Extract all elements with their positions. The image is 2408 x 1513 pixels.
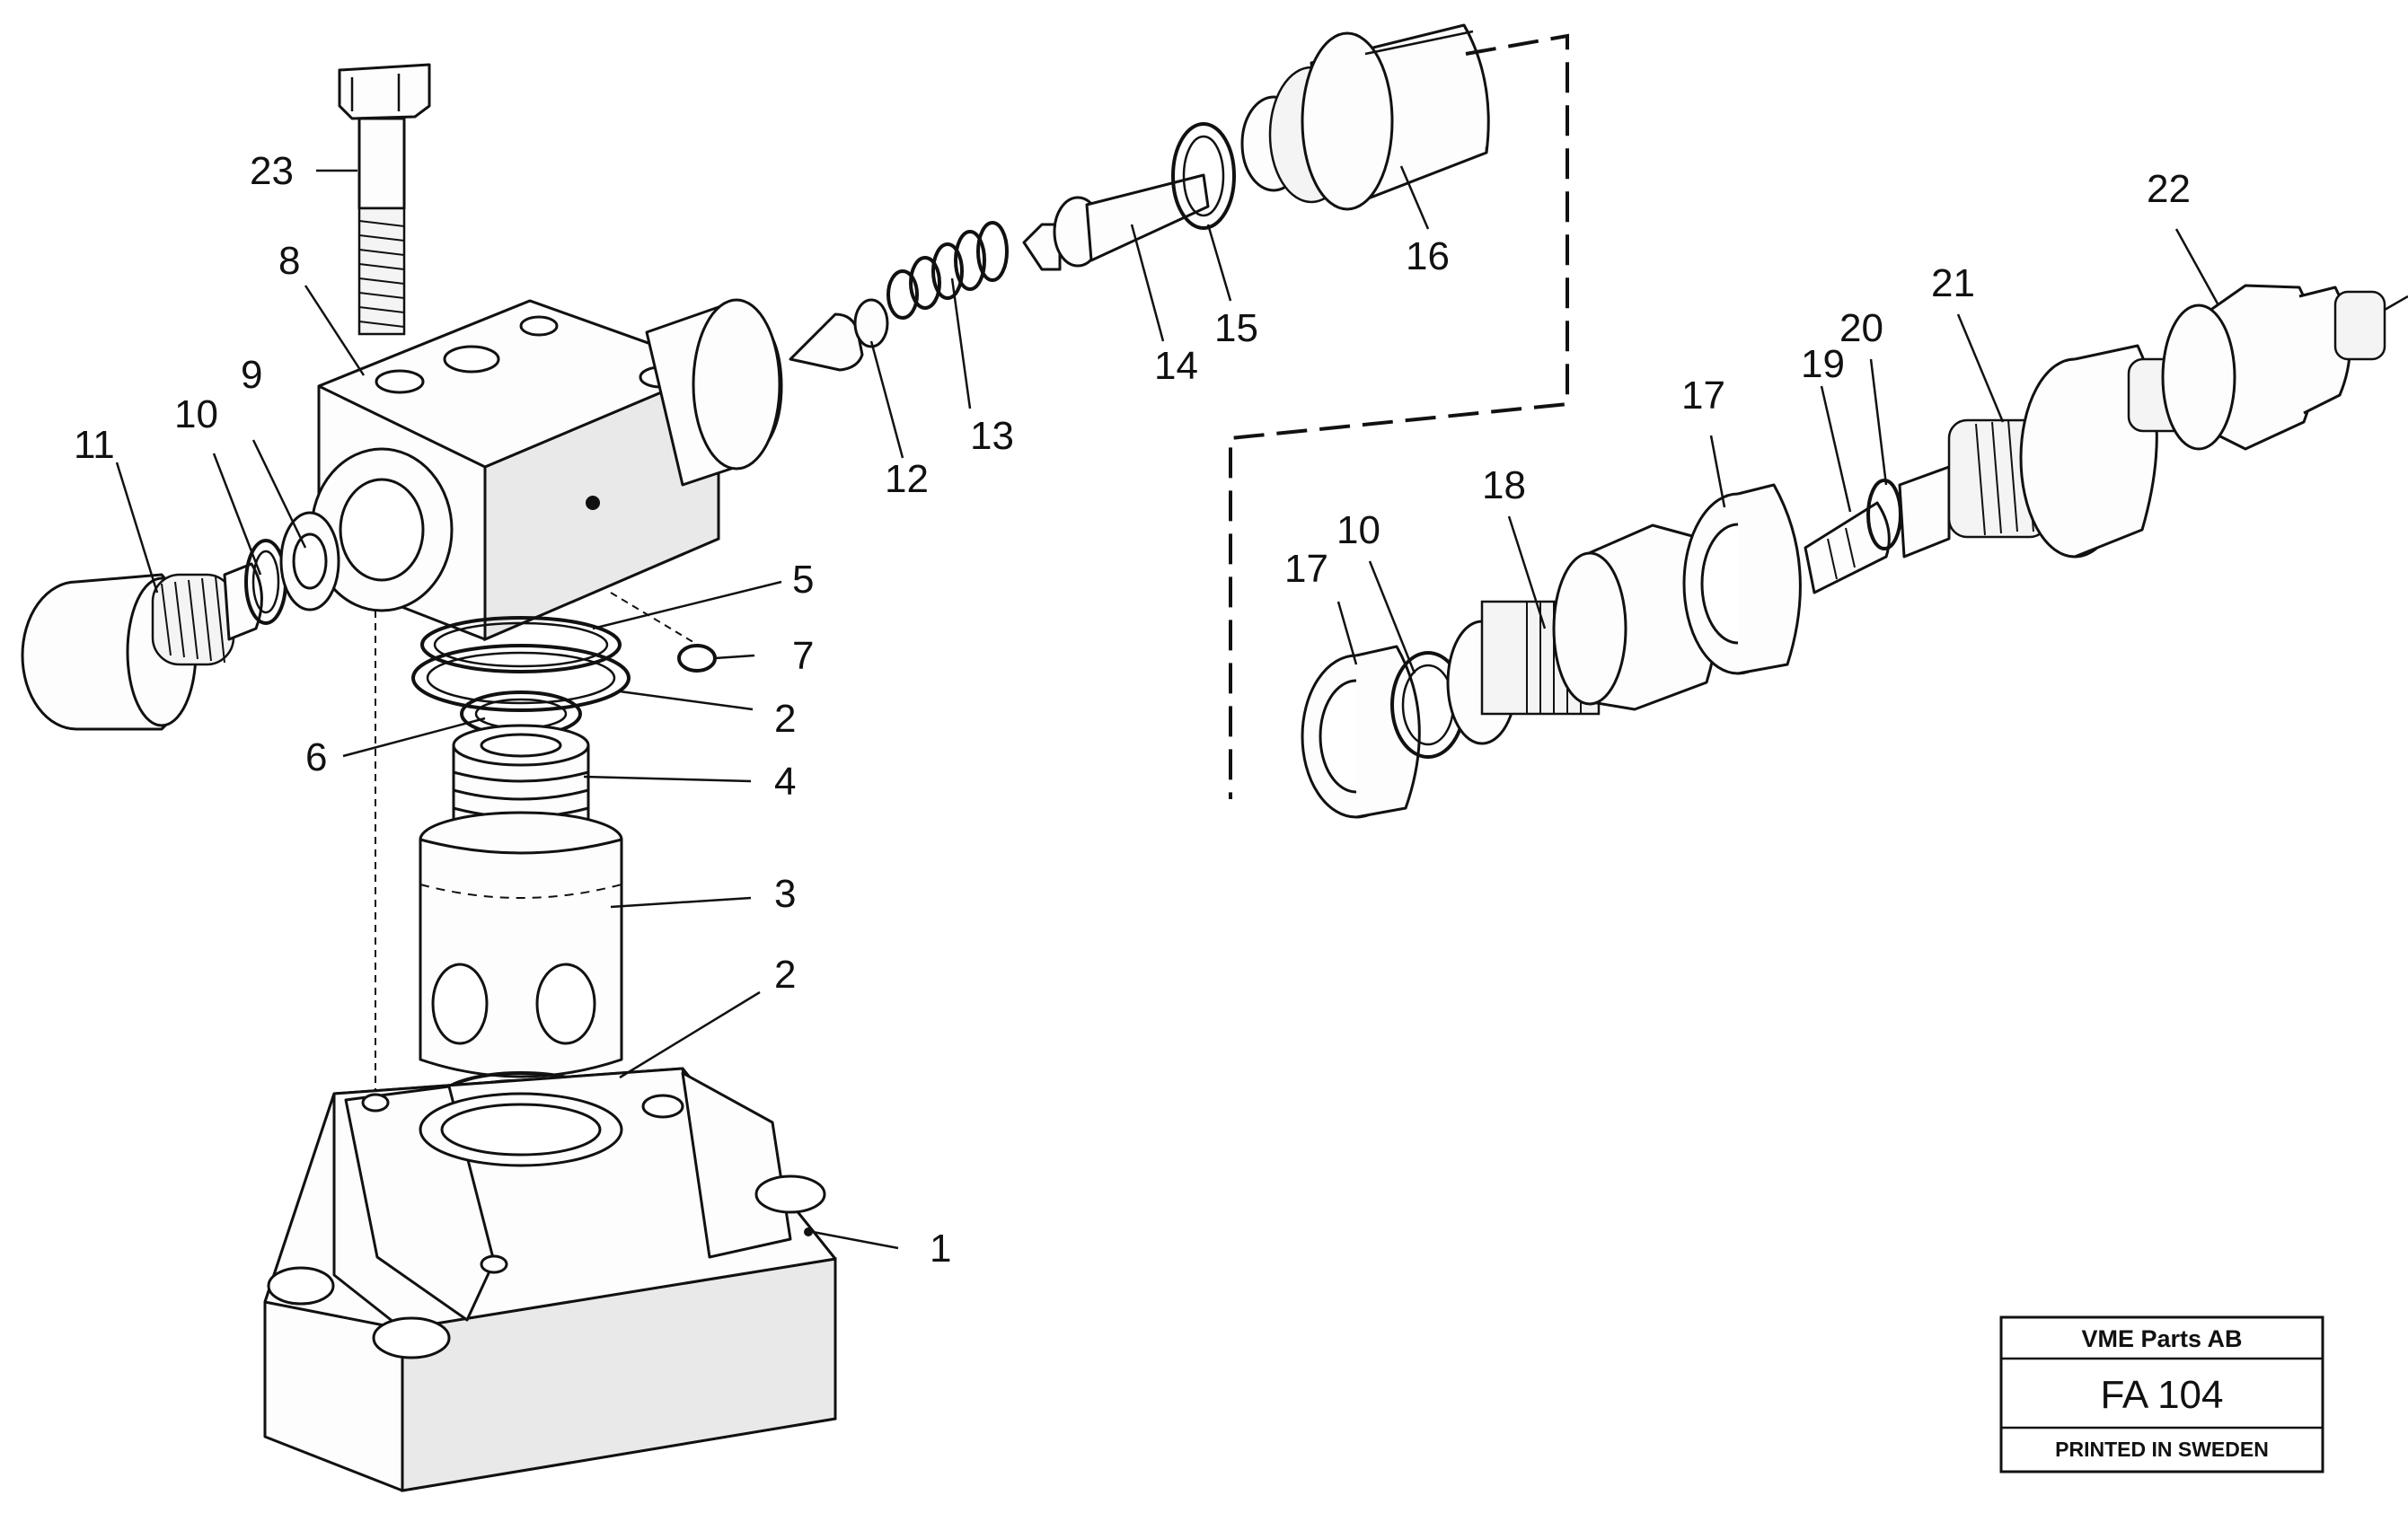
washer-15 — [1171, 122, 1236, 230]
callout-22: 22 — [2147, 167, 2191, 211]
callout-15: 15 — [1214, 306, 1258, 350]
o-ring-2-upper — [411, 644, 631, 712]
callout-17-upper: 17 — [1681, 374, 1725, 418]
callout-10-right: 10 — [1336, 508, 1380, 552]
nut-17-lower — [1301, 645, 1421, 819]
adapter-22 — [2127, 284, 2408, 451]
callout-12: 12 — [885, 457, 929, 501]
cap-nut-16 — [1240, 23, 1490, 211]
callout-2-lower: 2 — [774, 953, 796, 997]
callout-7: 7 — [792, 634, 814, 678]
washer-7 — [677, 644, 717, 673]
poppet-12 — [789, 298, 889, 372]
callout-17-lower: 17 — [1284, 547, 1328, 591]
valve-housing-8 — [310, 298, 783, 647]
spring-13 — [886, 221, 1009, 320]
callout-16: 16 — [1406, 234, 1450, 278]
seal-ring-9 — [279, 511, 340, 611]
callout-20: 20 — [1839, 306, 1883, 350]
base-block-1 — [263, 1067, 837, 1492]
callout-labels: 23 8 9 10 11 5 7 2 6 4 3 2 1 12 13 14 15… — [74, 149, 2191, 1271]
pin-14 — [1022, 173, 1210, 271]
fitting-18 — [1446, 523, 1721, 745]
stamp-printed: PRINTED IN SWEDEN — [2055, 1438, 2269, 1461]
sleeve-3 — [419, 811, 623, 1078]
fitting-21 — [1898, 344, 2158, 559]
o-ring-5 — [420, 616, 622, 673]
stamp-company: VME Parts AB — [2081, 1325, 2242, 1352]
callout-8: 8 — [278, 239, 300, 283]
callout-5: 5 — [792, 558, 814, 602]
callout-19: 19 — [1801, 342, 1845, 386]
subassembly-boundary — [1229, 33, 1569, 799]
callout-2-upper: 2 — [774, 697, 796, 741]
callout-4: 4 — [774, 760, 796, 804]
plug-11 — [21, 562, 263, 731]
callout-23: 23 — [250, 149, 294, 193]
callout-21: 21 — [1931, 261, 1975, 305]
nut-17-upper — [1682, 483, 1802, 675]
bolt-23 — [338, 63, 431, 336]
callout-1: 1 — [930, 1227, 951, 1271]
callout-11: 11 — [74, 423, 115, 467]
callout-3: 3 — [774, 872, 796, 916]
stamp-box: VME Parts AB FA 104 PRINTED IN SWEDEN — [1999, 1315, 2324, 1473]
leader-lines — [115, 165, 2220, 1250]
callout-9: 9 — [241, 353, 262, 397]
callout-14: 14 — [1154, 344, 1198, 388]
stamp-code: FA 104 — [2100, 1373, 2223, 1417]
callout-13: 13 — [970, 414, 1014, 458]
callout-10-left: 10 — [174, 392, 218, 436]
callout-6: 6 — [305, 735, 327, 779]
callout-18: 18 — [1482, 463, 1526, 507]
pin-19 — [1804, 501, 1891, 594]
